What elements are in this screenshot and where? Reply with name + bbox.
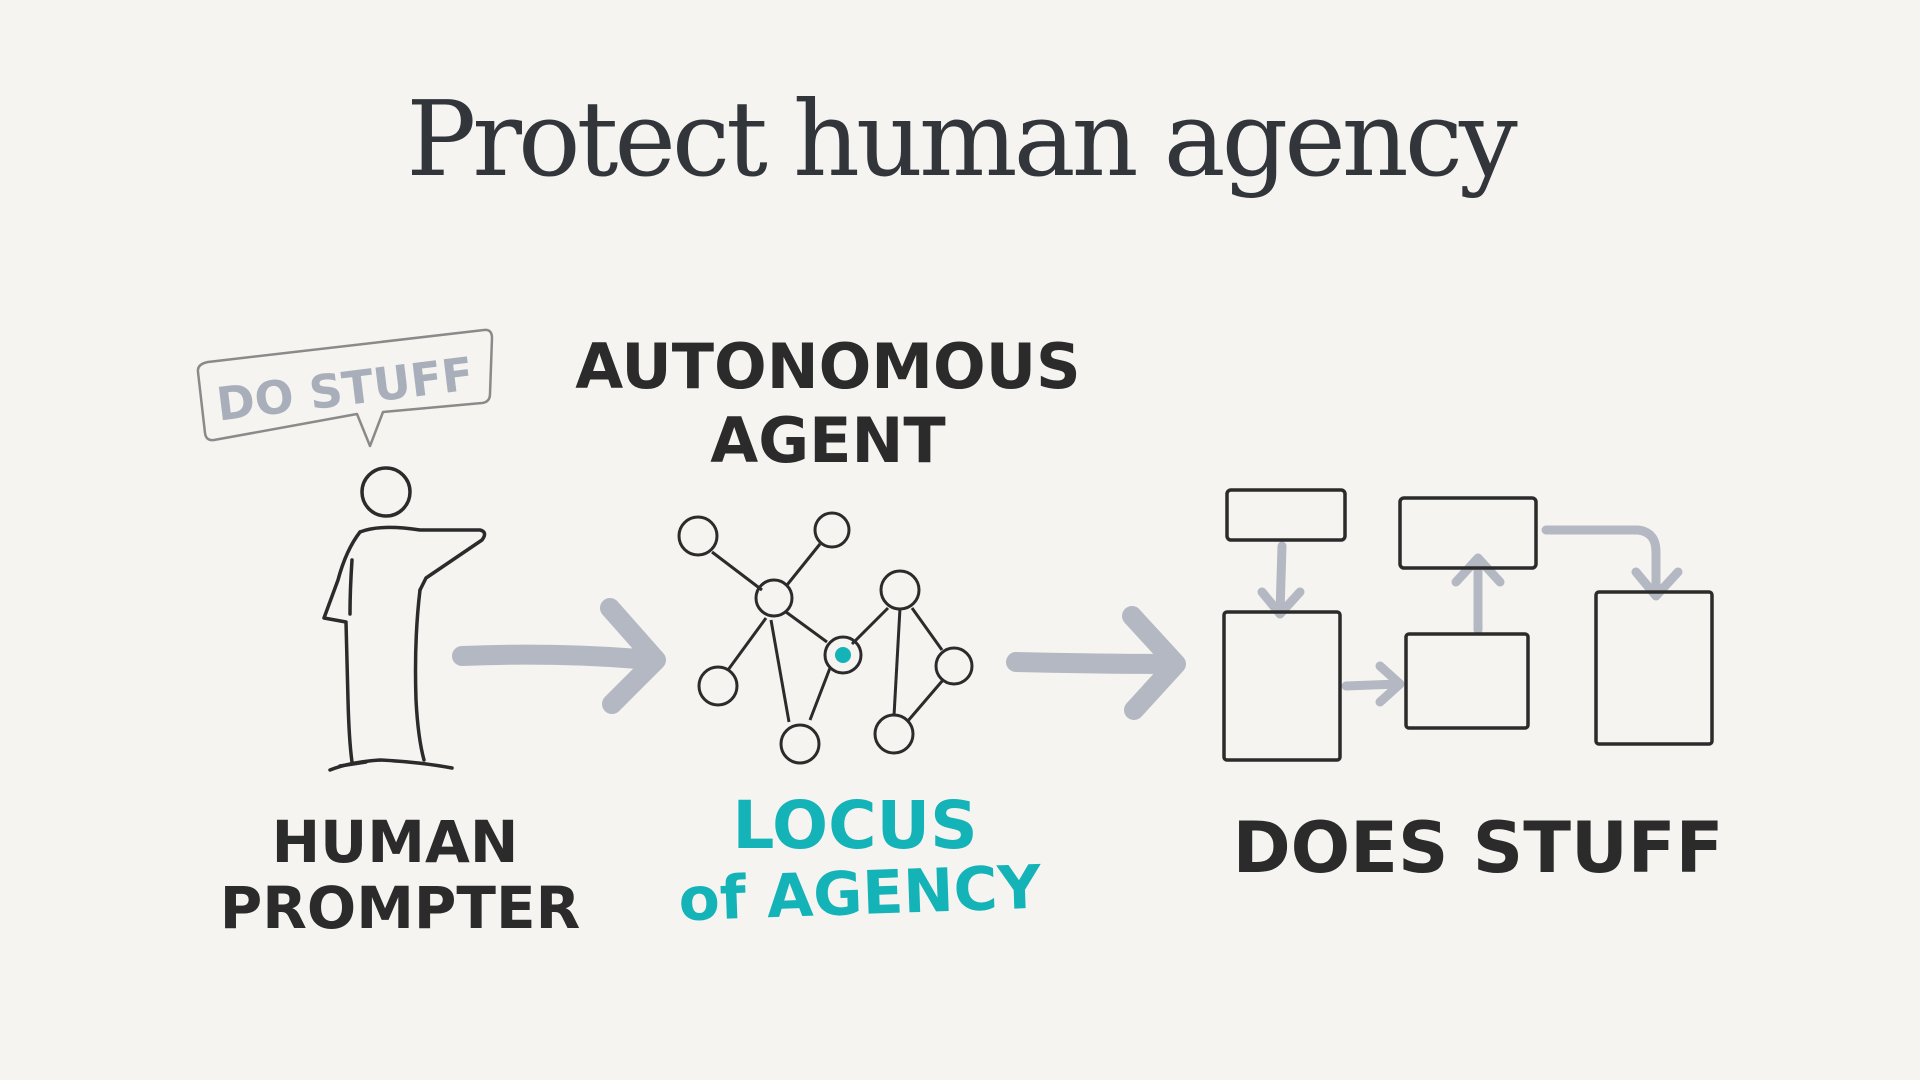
arrow-right-icon — [452, 598, 666, 714]
human-prompter-group: DO STUFF HUMAN PROMPTER — [196, 328, 581, 942]
network-graph-icon — [677, 511, 974, 765]
autonomous-agent-group: AUTONOMOUS AGENT — [575, 330, 1080, 935]
arrow-right-icon — [1006, 606, 1186, 720]
locus-label-line1: LOCUS — [732, 787, 977, 864]
human-label-line1: HUMAN — [272, 808, 519, 876]
speech-bubble-icon: DO STUFF — [196, 328, 494, 448]
locus-dot-icon — [835, 647, 851, 663]
agent-label-line1: AUTONOMOUS — [575, 330, 1080, 403]
outcome-label: DOES STUFF — [1233, 807, 1724, 889]
agent-label-line2: AGENT — [710, 404, 945, 477]
speech-bubble-text: DO STUFF — [214, 346, 477, 431]
person-figure-icon — [322, 466, 487, 772]
human-label-line2: PROMPTER — [220, 874, 581, 942]
page-title: Protect human agency — [406, 78, 1517, 200]
does-stuff-group: DOES STUFF — [1222, 488, 1724, 889]
locus-label-line2: of AGENCY — [677, 853, 1043, 936]
flow-boxes-icon — [1222, 488, 1714, 762]
